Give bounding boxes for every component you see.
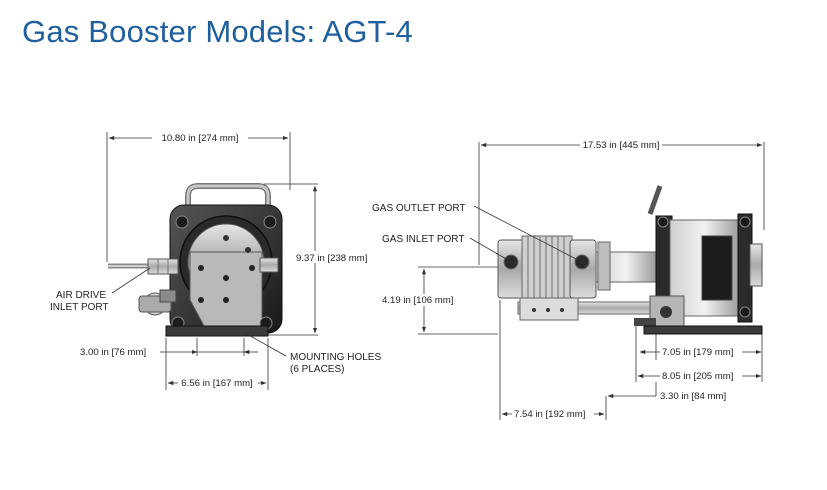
dim-754-label: 7.54 in [192 mm] bbox=[514, 409, 585, 420]
air-drive-label-line2: INLET PORT bbox=[50, 302, 109, 313]
dim-330-label: 3.30 in [84 mm] bbox=[660, 391, 726, 402]
mounting-holes-label-line2: (6 PLACES) bbox=[290, 364, 344, 375]
gas-inlet-label: GAS INLET PORT bbox=[382, 234, 464, 245]
mounting-holes-label-line1: MOUNTING HOLES bbox=[290, 352, 381, 363]
gas-outlet-label: GAS OUTLET PORT bbox=[372, 203, 466, 214]
height-dim-label: 9.37 in [238 mm] bbox=[296, 253, 367, 264]
page-title: Gas Booster Models: AGT-4 bbox=[22, 14, 413, 49]
dim-805-label: 8.05 in [205 mm] bbox=[662, 371, 733, 382]
side-view: 17.53 in [445 mm] 4.19 in [106 mm] 7.05 … bbox=[372, 139, 765, 420]
length-dim-label: 17.53 in [445 mm] bbox=[583, 140, 660, 151]
port-height-dim-label: 4.19 in [106 mm] bbox=[382, 295, 453, 306]
front-view: 10.80 in [274 mm] 9.37 in [238 mm] 3.00 … bbox=[50, 132, 381, 390]
air-drive-label-line1: AIR DRIVE bbox=[56, 290, 106, 301]
base-dim-label: 3.00 in [76 mm] bbox=[80, 347, 146, 358]
dim-705-label: 7.05 in [179 mm] bbox=[662, 347, 733, 358]
width-dim-label: 10.80 in [274 mm] bbox=[162, 133, 239, 144]
mount-dim-label: 6.56 in [167 mm] bbox=[181, 378, 252, 389]
